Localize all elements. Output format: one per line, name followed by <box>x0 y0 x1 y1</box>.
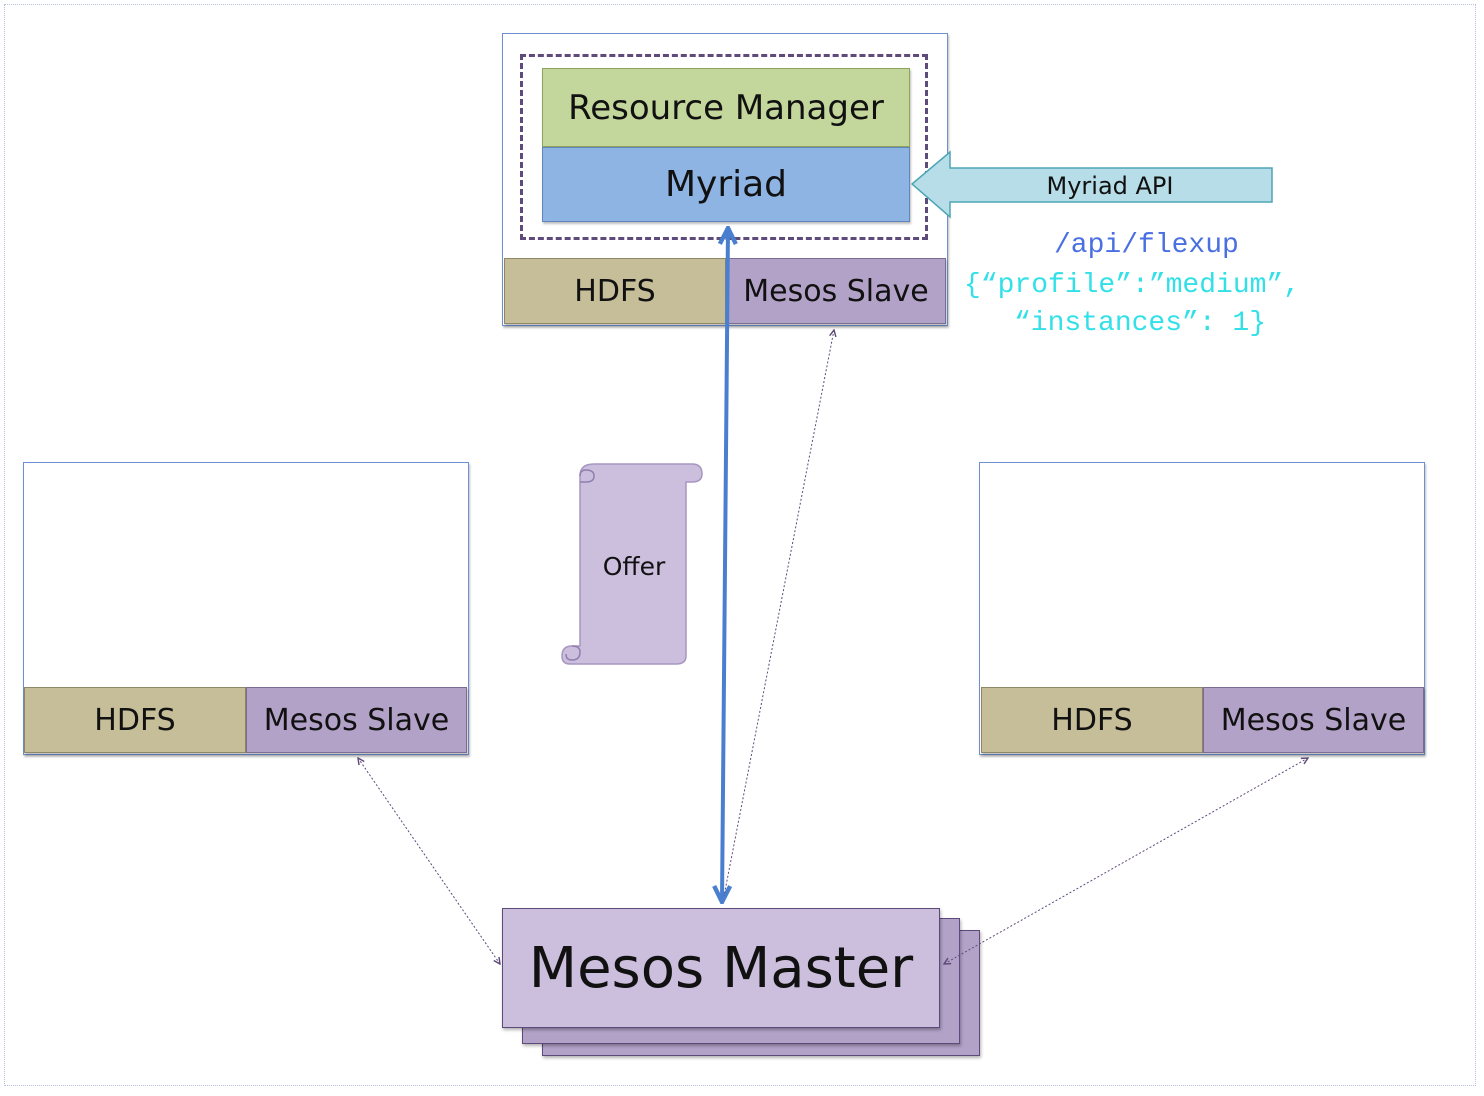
top-slave-master-link <box>723 330 834 897</box>
right-hdfs-label: HDFS <box>1051 702 1133 738</box>
resource-manager-box: Resource Manager <box>542 68 910 147</box>
right-hdfs-box: HDFS <box>981 687 1203 753</box>
right-mesos-slave-label: Mesos Slave <box>1220 702 1407 738</box>
top-hdfs-box: HDFS <box>504 258 726 324</box>
offer-scroll-icon <box>561 463 703 665</box>
offer-label: Offer <box>602 552 666 581</box>
myriad-master-link <box>722 228 728 902</box>
top-mesos-slave-label: Mesos Slave <box>743 273 929 309</box>
left-mesos-slave-box: Mesos Slave <box>246 687 467 753</box>
top-mesos-slave-box: Mesos Slave <box>726 258 946 324</box>
left-hdfs-box: HDFS <box>24 687 246 753</box>
myriad-box: Myriad <box>542 147 910 222</box>
left-hdfs-label: HDFS <box>94 702 176 738</box>
myriad-api-arrow <box>910 150 1273 219</box>
api-payload-line1: {“profile”:”medium”, <box>964 270 1301 301</box>
myriad-label: Myriad <box>664 164 788 205</box>
left-mesos-slave-label: Mesos Slave <box>263 702 450 738</box>
api-endpoint-text: /api/flexup <box>1054 230 1239 261</box>
mesos-master-label: Mesos Master <box>528 935 914 1001</box>
top-hdfs-label: HDFS <box>574 273 656 309</box>
resource-manager-label: Resource Manager <box>568 87 884 128</box>
mesos-master-box: Mesos Master <box>502 908 940 1028</box>
right-mesos-slave-box: Mesos Slave <box>1203 687 1424 753</box>
left-slave-master-link <box>358 758 500 964</box>
right-slave-master-link <box>944 758 1308 964</box>
slide-frame <box>4 4 1476 1086</box>
myriad-api-label: Myriad API <box>1046 172 1174 200</box>
api-payload-line2: “instances”: 1} <box>1014 308 1267 339</box>
